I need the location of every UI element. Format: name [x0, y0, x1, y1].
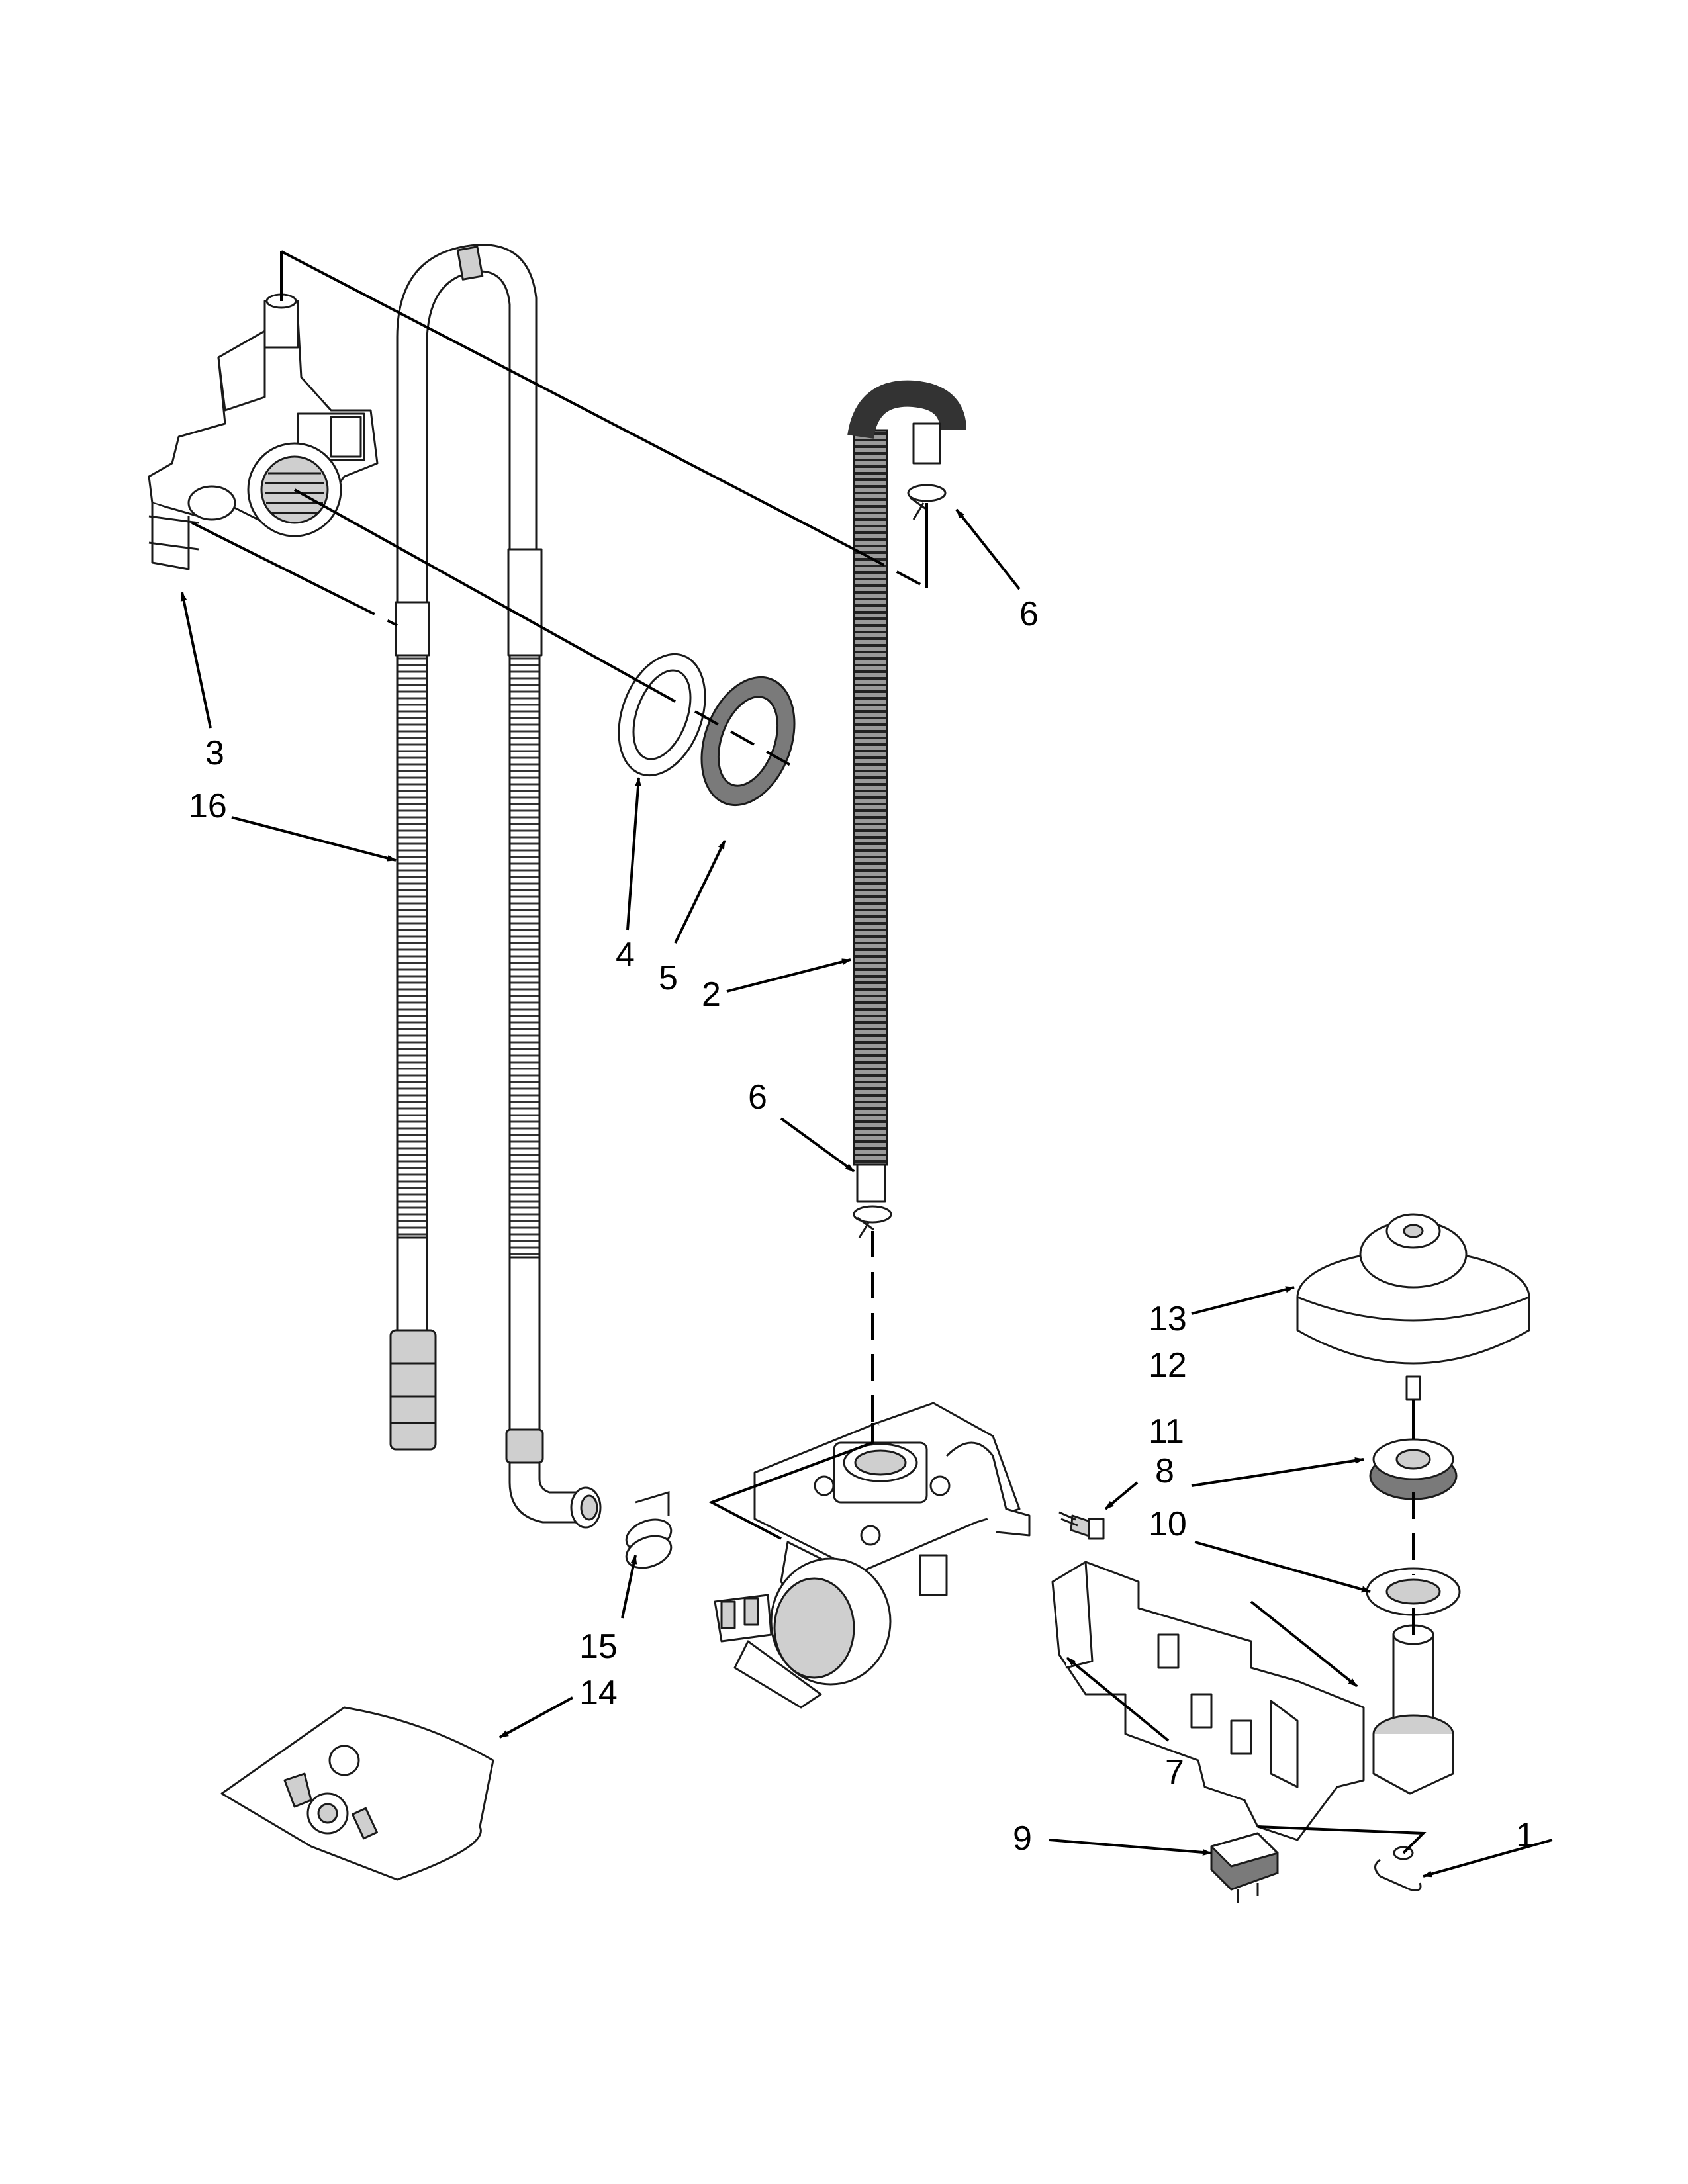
valve-assembly-part	[714, 1402, 1031, 1709]
callout-7: 7	[1165, 1753, 1184, 1792]
drain-hose-part	[389, 244, 602, 1529]
callout-1: 1	[1516, 1816, 1535, 1854]
hose-clamp-part-lower	[853, 1205, 892, 1238]
callout-12: 12	[1149, 1346, 1187, 1385]
callout-labels: 1 2 3 4 5 6 6 7 8 9 10 11 12 13 14 15 16	[189, 595, 1535, 1858]
float-gasket-part	[1366, 1567, 1461, 1616]
callout-6-lower: 6	[748, 1078, 767, 1116]
callout-5: 5	[659, 959, 678, 997]
callout-2: 2	[702, 976, 721, 1014]
callout-3: 3	[205, 734, 224, 772]
screw-part	[1058, 1511, 1105, 1540]
callout-13: 13	[1149, 1300, 1187, 1338]
spring-clamp-part	[625, 1490, 673, 1569]
callout-14: 14	[579, 1674, 618, 1712]
alignment-lines	[191, 250, 1427, 1854]
callout-16: 16	[189, 787, 227, 825]
callout-8: 8	[1155, 1452, 1174, 1490]
retaining-clip-part	[1374, 1846, 1422, 1891]
hose-clamp-part	[907, 484, 947, 520]
drain-housing-grille	[265, 472, 324, 514]
gasket-part	[618, 653, 706, 777]
float-part	[1296, 1213, 1530, 1401]
callout-11: 11	[1149, 1412, 1184, 1451]
parts-bag-part	[220, 1706, 494, 1881]
callout-4: 4	[616, 936, 635, 974]
leader-arrows	[180, 508, 1553, 1878]
float-switch-housing-part	[1051, 1561, 1454, 1841]
callout-6-upper: 6	[1019, 595, 1039, 633]
inlet-hose-part	[847, 380, 966, 1203]
callout-15: 15	[579, 1627, 618, 1666]
callout-9: 9	[1013, 1819, 1032, 1858]
callout-10: 10	[1149, 1505, 1187, 1543]
drain-housing-part	[148, 293, 379, 570]
float-nut-part	[1369, 1438, 1458, 1500]
micro-switch-part	[1210, 1832, 1279, 1903]
